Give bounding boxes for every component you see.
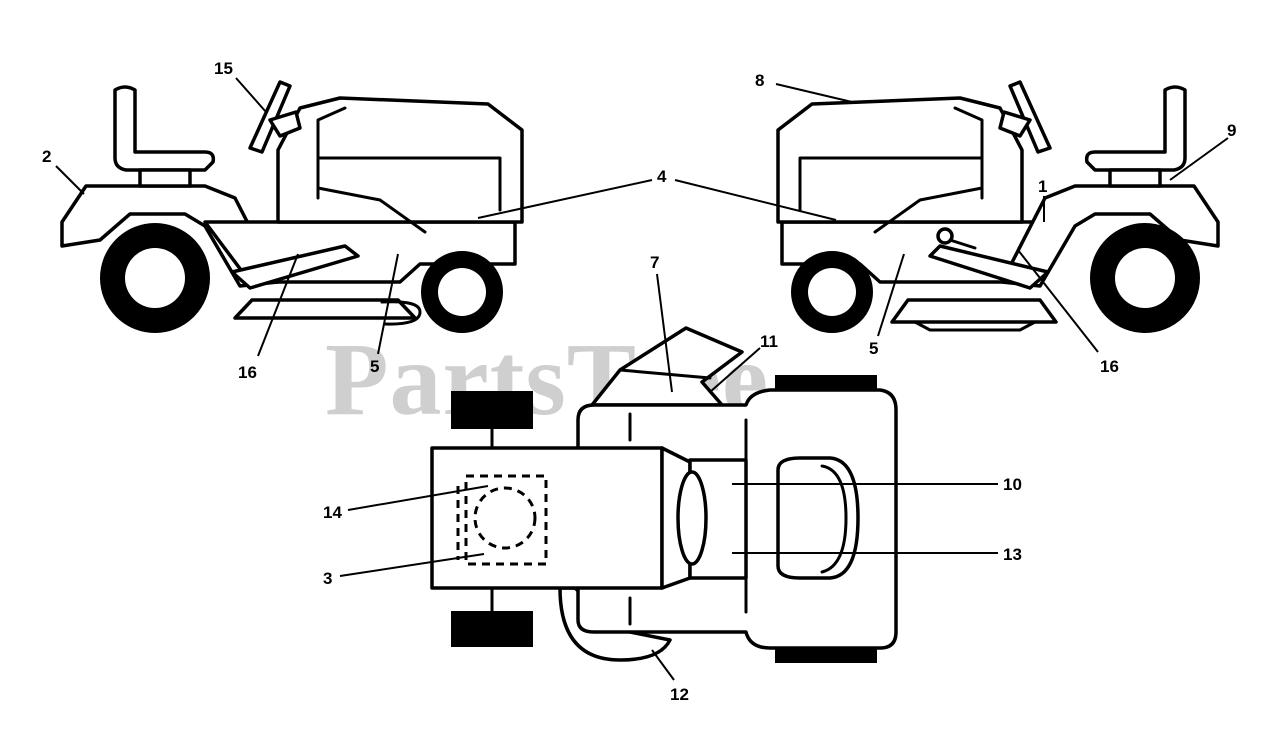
tractor-top-view bbox=[430, 326, 898, 663]
tractor-right-side-view bbox=[776, 80, 1220, 333]
hood-panel-left bbox=[316, 156, 502, 212]
seat-base-left bbox=[138, 168, 192, 188]
leader-7 bbox=[656, 273, 673, 393]
callout-3: 3 bbox=[323, 569, 332, 588]
seat-back-line-top bbox=[820, 464, 848, 574]
leader-4b bbox=[674, 179, 837, 221]
leader-14 bbox=[347, 485, 489, 511]
callout-10: 10 bbox=[1003, 475, 1022, 494]
callout-1: 1 bbox=[1038, 177, 1047, 196]
front-tire-top-b bbox=[451, 611, 533, 647]
tractor-left-side-view bbox=[60, 80, 524, 333]
leader-9 bbox=[1169, 137, 1229, 181]
callout-4: 4 bbox=[657, 167, 667, 186]
side-panel-line-left bbox=[316, 186, 427, 234]
hood-line-left bbox=[316, 106, 347, 200]
callout-8: 8 bbox=[755, 71, 764, 90]
mower-deck-right bbox=[890, 298, 1058, 324]
rear-hub-right bbox=[1115, 248, 1175, 308]
seat-base-right bbox=[1108, 168, 1162, 188]
deck-chute-left bbox=[380, 300, 422, 326]
leader-5-left bbox=[377, 253, 399, 355]
callout-16-left: 16 bbox=[238, 363, 257, 382]
leader-12 bbox=[651, 649, 675, 681]
leader-2 bbox=[55, 165, 85, 195]
callout-7: 7 bbox=[650, 253, 659, 272]
steering-wheel-left bbox=[248, 80, 292, 154]
hood-left bbox=[276, 96, 524, 224]
steering-column-right bbox=[998, 110, 1032, 138]
lift-lever-knob bbox=[936, 227, 954, 245]
steering-column-left bbox=[268, 110, 302, 138]
front-tire-top-a bbox=[451, 391, 533, 429]
deck-skirt-right bbox=[913, 320, 1037, 332]
seat-left bbox=[113, 85, 216, 172]
seat-top bbox=[776, 456, 860, 580]
lift-lever bbox=[948, 238, 977, 250]
steering-wheel-right bbox=[1008, 80, 1052, 154]
callout-15: 15 bbox=[214, 59, 233, 78]
front-hub-left bbox=[438, 268, 486, 316]
leader-4a bbox=[477, 179, 653, 219]
leader-3 bbox=[339, 553, 485, 577]
mower-deck-left bbox=[233, 298, 417, 320]
hood-line-right bbox=[953, 106, 984, 200]
callout-2: 2 bbox=[42, 147, 51, 166]
leader-16-left bbox=[257, 253, 299, 357]
callout-11: 11 bbox=[760, 332, 778, 351]
footrest-left bbox=[230, 244, 360, 290]
callout-5-right: 5 bbox=[869, 339, 878, 358]
hood-right bbox=[776, 96, 1024, 224]
leader-11 bbox=[709, 347, 761, 393]
leader-15 bbox=[235, 77, 267, 113]
steering-wheel-top bbox=[676, 470, 708, 566]
front-hub-right bbox=[808, 268, 856, 316]
side-panel-line-right bbox=[873, 186, 984, 234]
dashed-decal-circle bbox=[473, 486, 537, 550]
callout-12: 12 bbox=[670, 685, 689, 704]
callout-9: 9 bbox=[1227, 121, 1236, 140]
callout-14: 14 bbox=[323, 503, 342, 522]
hood-panel-right bbox=[798, 156, 984, 212]
leader-16-right bbox=[1017, 249, 1099, 353]
leader-lines bbox=[55, 77, 1229, 681]
callouts: 15 2 4 16 5 8 9 1 5 16 7 11 10 13 14 3 1… bbox=[42, 59, 1236, 704]
callout-13: 13 bbox=[1003, 545, 1022, 564]
callout-16-right: 16 bbox=[1100, 357, 1119, 376]
footrest-right bbox=[928, 244, 1050, 290]
callout-5-left: 5 bbox=[370, 357, 379, 376]
leader-8 bbox=[775, 83, 853, 103]
seat-right bbox=[1084, 85, 1187, 172]
leader-5-right bbox=[877, 253, 905, 337]
rear-hub-left bbox=[125, 248, 185, 308]
chute-edge-line bbox=[618, 368, 712, 380]
